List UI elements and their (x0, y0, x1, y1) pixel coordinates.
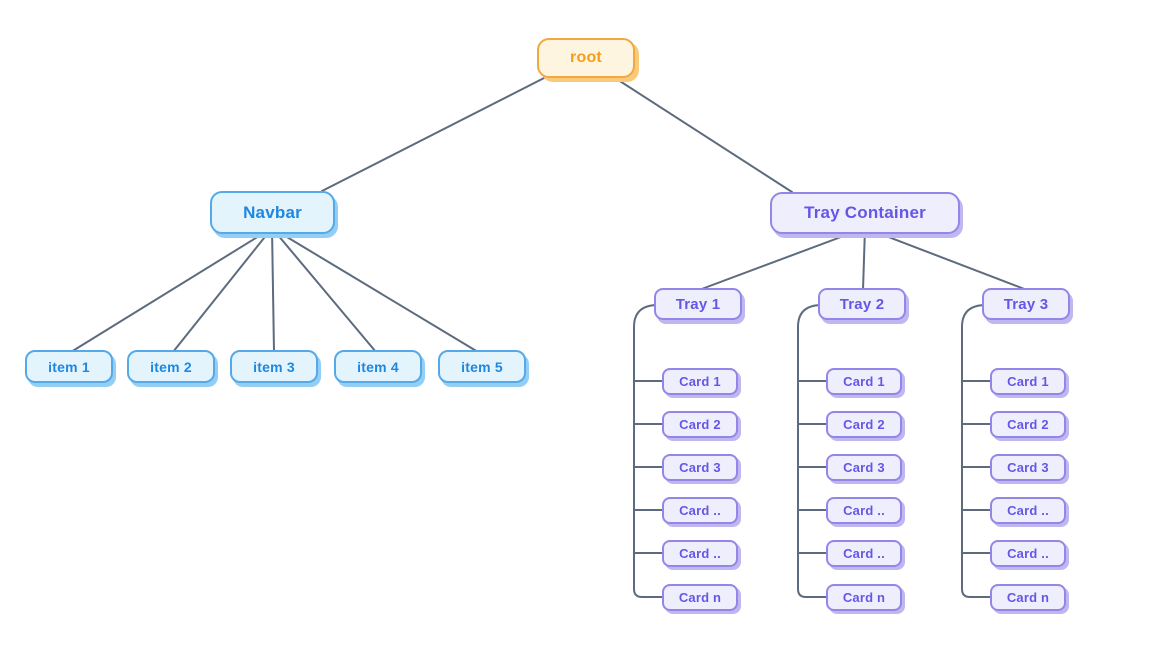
node-tray2-card-4: Card .. (826, 497, 902, 524)
node-root: root (537, 38, 635, 78)
node-tray1-card-2: Card 2 (662, 411, 738, 438)
edge-root-navbar (321, 75, 549, 192)
node-tray1-card-4: Card .. (662, 497, 738, 524)
edge-tray1-rail (633, 304, 667, 598)
node-tray-1: Tray 1 (654, 288, 742, 320)
edge-traycontainer-tray-1 (698, 227, 866, 291)
node-tray3-card-n: Card n (990, 584, 1066, 611)
edge-traycontainer-tray-3 (864, 227, 1028, 291)
node-tray1-card-5: Card .. (662, 540, 738, 567)
edge-tray3-rail (961, 304, 995, 598)
node-tray2-card-1: Card 1 (826, 368, 902, 395)
node-tray-container: Tray Container (770, 192, 960, 234)
node-tray-2: Tray 2 (818, 288, 906, 320)
edge-root-tray-container (611, 75, 793, 193)
node-tray-3: Tray 3 (982, 288, 1070, 320)
node-tray3-card-1: Card 1 (990, 368, 1066, 395)
edge-navbar-item-1 (70, 227, 273, 353)
node-item-4: item 4 (334, 350, 422, 383)
edge-traycontainer-tray-2 (862, 227, 866, 291)
node-navbar: Navbar (210, 191, 335, 234)
node-tray2-card-3: Card 3 (826, 454, 902, 481)
edge-tray2-rail (797, 304, 831, 598)
node-tray1-card-3: Card 3 (662, 454, 738, 481)
node-tray2-card-2: Card 2 (826, 411, 902, 438)
node-tray1-card-1: Card 1 (662, 368, 738, 395)
node-item-5: item 5 (438, 350, 526, 383)
node-tray3-card-4: Card .. (990, 497, 1066, 524)
node-item-2: item 2 (127, 350, 215, 383)
node-item-1: item 1 (25, 350, 113, 383)
edge-navbar-item-5 (271, 227, 479, 353)
edge-navbar-item-3 (271, 227, 275, 353)
edge-navbar-item-4 (271, 227, 377, 353)
node-tray3-card-5: Card .. (990, 540, 1066, 567)
node-tray1-card-n: Card n (662, 584, 738, 611)
node-tray3-card-2: Card 2 (990, 411, 1066, 438)
edge-navbar-item-2 (172, 227, 273, 353)
node-tray3-card-3: Card 3 (990, 454, 1066, 481)
node-item-3: item 3 (230, 350, 318, 383)
node-tray2-card-5: Card .. (826, 540, 902, 567)
node-tray2-card-n: Card n (826, 584, 902, 611)
